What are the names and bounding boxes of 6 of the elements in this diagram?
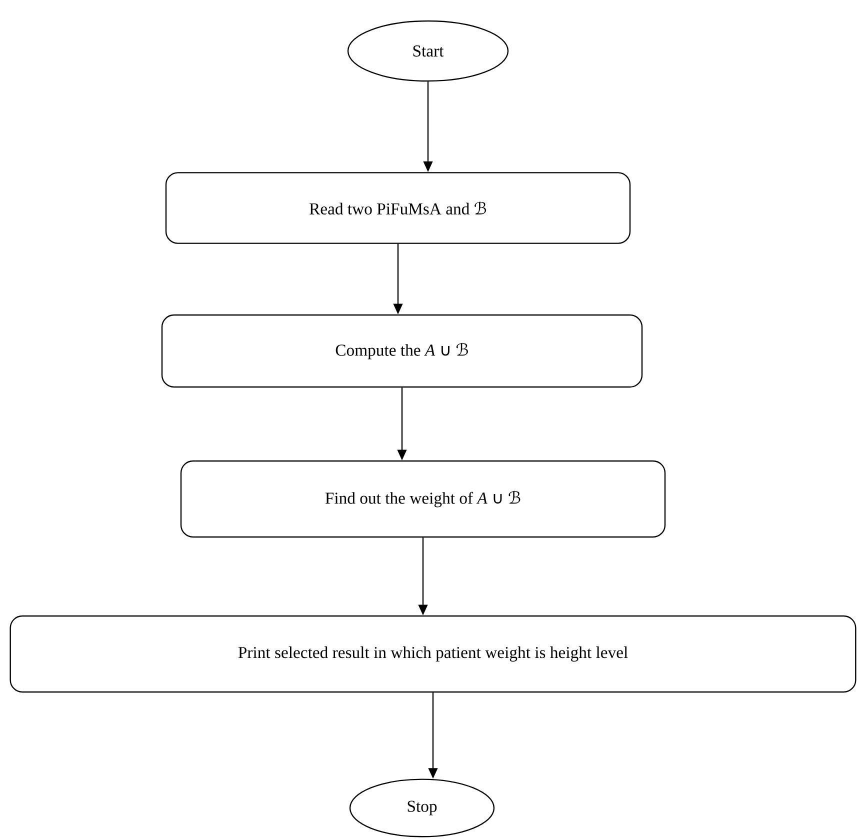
process-box: Find out the weight of A ∪ ℬ [180, 460, 666, 538]
terminal-oval: Stop [349, 778, 495, 838]
process-box: Compute the A ∪ ℬ [161, 314, 643, 388]
process-box: Print selected result in which patient weight is height level [10, 615, 856, 693]
terminal-oval: Start [347, 20, 509, 82]
process-box: Read two PiFuMsA and ℬ [165, 172, 631, 244]
